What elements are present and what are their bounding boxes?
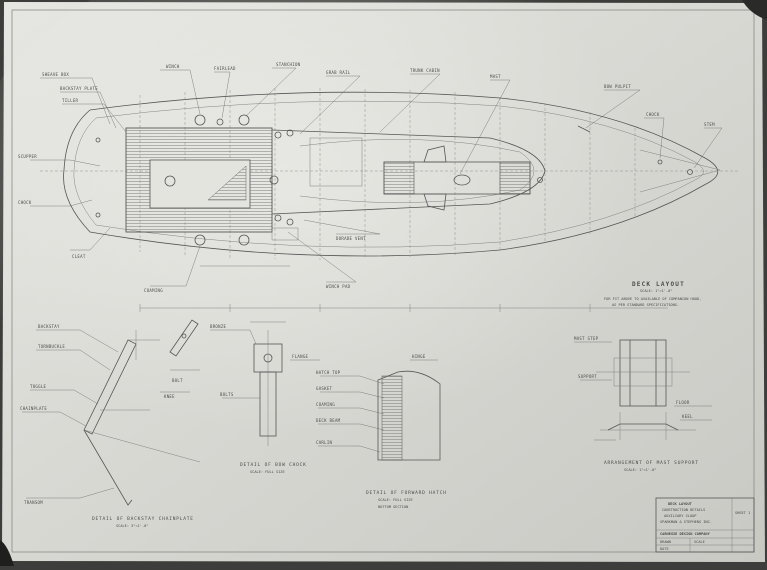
svg-text:BACKSTAY: BACKSTAY (38, 324, 60, 329)
svg-text:CLEAT: CLEAT (72, 254, 86, 259)
svg-text:GRAB RAIL: GRAB RAIL (326, 70, 351, 75)
svg-text:STANCHION: STANCHION (276, 62, 301, 67)
title-block-scale: SCALE (694, 540, 705, 544)
svg-text:DECK BEAM: DECK BEAM (316, 418, 341, 423)
detail-bow-scale: SCALE: FULL SIZE (250, 470, 285, 474)
svg-text:WINCH PAD: WINCH PAD (326, 284, 351, 289)
svg-text:CHOCK: CHOCK (646, 112, 660, 117)
detail-backstay-chainplate: BACKSTAY TURNBUCKLE TOGGLE CHAINPLATE TR… (20, 319, 201, 528)
svg-text:CHOCK: CHOCK (18, 200, 32, 205)
svg-text:BACKSTAY PLATE: BACKSTAY PLATE (60, 86, 98, 91)
title-block-company: CARNEGIE DESIGN COMPANY (660, 532, 711, 536)
detail-mast-support: MAST STEP SUPPORT FLOOR KEEL ARRANGEMENT… (574, 336, 712, 472)
detail-bow-title: DETAIL OF BOW CHOCK (240, 462, 307, 468)
detail-mast-scale: SCALE: 1"=1'-0" (624, 468, 656, 472)
svg-text:CHAINPLATE: CHAINPLATE (20, 406, 47, 411)
detail-backstay-title: DETAIL OF BACKSTAY CHAINPLATE (92, 516, 194, 522)
svg-text:MAST: MAST (490, 74, 501, 79)
title-block-line3: AUXILIARY SLOOP (664, 514, 696, 518)
svg-text:FLANGE: FLANGE (292, 354, 309, 359)
svg-text:TURNBUCKLE: TURNBUCKLE (38, 344, 65, 349)
deck-layout-title: DECK LAYOUT (632, 281, 685, 288)
title-block-sheet: SHEET 1 (735, 511, 750, 515)
svg-text:BRONZE: BRONZE (210, 324, 227, 329)
detail-bow-chock: BRONZE FLANGE BOLTS DETAIL OF BOW CHOCK … (210, 321, 320, 474)
svg-text:STEM: STEM (704, 122, 715, 127)
title-block-line1: DECK LAYOUT (668, 502, 692, 506)
detail-hatch-title: DETAIL OF FORWARD HATCH (366, 490, 447, 496)
svg-text:COAMING: COAMING (316, 402, 335, 407)
svg-text:FLOOR: FLOOR (676, 400, 690, 405)
svg-text:TRANSOM: TRANSOM (24, 500, 43, 505)
detail-mast-title: ARRANGEMENT OF MAST SUPPORT (604, 460, 699, 466)
svg-text:HINGE: HINGE (412, 354, 426, 359)
svg-text:KEEL: KEEL (682, 414, 693, 419)
title-block-line4: SPARKMAN & STEPHENS INC. (660, 520, 712, 524)
svg-text:BOLTS: BOLTS (220, 392, 234, 397)
svg-text:GASKET: GASKET (316, 386, 333, 391)
svg-text:COAMING: COAMING (144, 288, 163, 293)
svg-text:TILLER: TILLER (62, 98, 79, 103)
svg-text:TOGGLE: TOGGLE (30, 384, 47, 389)
svg-text:TRUNK CABIN: TRUNK CABIN (410, 68, 440, 73)
detail-forward-hatch: HATCH TOP GASKET COAMING DECK BEAM CARLI… (316, 354, 447, 509)
svg-text:SHEAVE BOX: SHEAVE BOX (42, 72, 69, 77)
title-block-date: DATE (660, 547, 669, 551)
svg-text:DORADE VENT: DORADE VENT (336, 236, 366, 241)
title-block-line2: CONSTRUCTION DETAILS (662, 508, 705, 512)
deck-layout-note-2: AS PER STANDARD SPECIFICATIONS. (612, 303, 679, 307)
svg-text:FAIRLEAD: FAIRLEAD (214, 66, 236, 71)
deck-layout-note-1: FOR FIT ABOVE TO AVAILABLE OF COMPANION … (604, 297, 701, 301)
detail-hatch-scale: SCALE: FULL SIZE (378, 498, 413, 502)
svg-text:SCUPPER: SCUPPER (18, 154, 37, 159)
deck-plan: SHEAVE BOX BACKSTAY PLATE TILLER SCUPPER… (18, 62, 740, 312)
detail-backstay-scale: SCALE: 3"=1'-0" (116, 524, 148, 528)
svg-text:HATCH TOP: HATCH TOP (316, 370, 341, 375)
svg-text:KNEE: KNEE (164, 394, 175, 399)
deck-layout-scale: SCALE: 1"=1'-0" (640, 289, 672, 293)
svg-text:BOW PULPIT: BOW PULPIT (604, 84, 631, 89)
title-block-drawn: DRAWN (660, 540, 671, 544)
title-block: DECK LAYOUT CONSTRUCTION DETAILS AUXILIA… (655, 497, 755, 553)
svg-text:MAST STEP: MAST STEP (574, 336, 599, 341)
svg-text:WINCH: WINCH (166, 64, 180, 69)
svg-text:SUPPORT: SUPPORT (578, 374, 597, 379)
detail-hatch-sub: BOTTOM SECTION (378, 505, 408, 509)
svg-text:BOLT: BOLT (172, 378, 183, 383)
svg-text:CARLIN: CARLIN (316, 440, 333, 445)
